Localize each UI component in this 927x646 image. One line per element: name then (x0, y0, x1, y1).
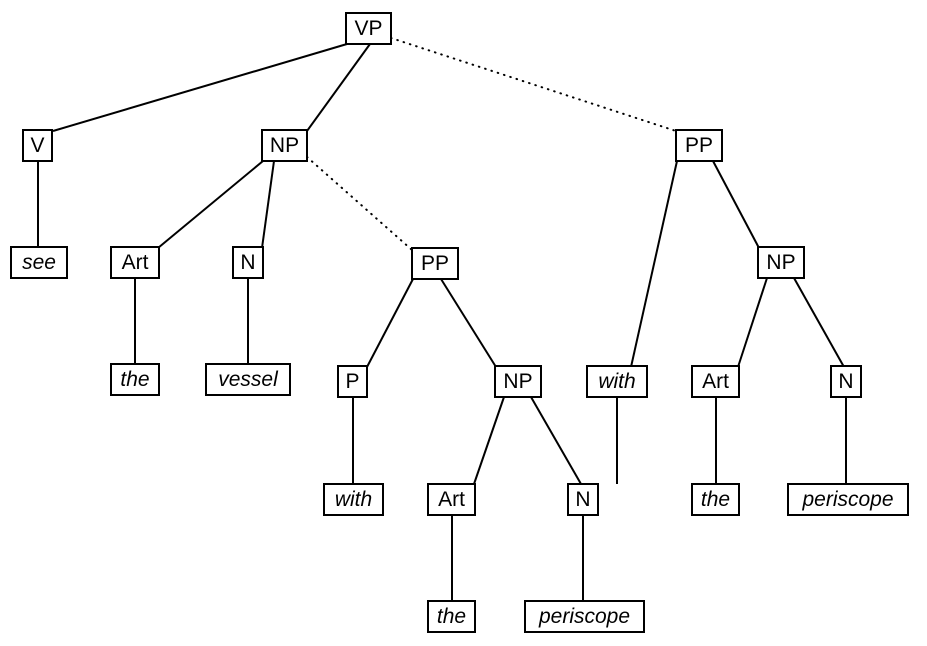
category-node-n3: N (830, 365, 862, 398)
leaf-node-vessel: vessel (205, 363, 291, 396)
tree-edge-pp1-to-np2 (440, 278, 497, 368)
category-node-art2: Art (427, 483, 476, 516)
category-node-np3: NP (757, 246, 805, 279)
tree-edge-pp2-to-p2 (630, 160, 678, 368)
tree-edge-np2-to-n2 (530, 396, 582, 485)
category-node-vp: VP (345, 12, 392, 45)
leaf-node-periscope1: periscope (524, 600, 645, 633)
tree-edge-pp1-to-p1 (366, 278, 414, 368)
category-node-pp1: PP (411, 247, 459, 280)
category-node-v: V (22, 129, 53, 162)
leaf-node-the1: the (110, 363, 160, 396)
leaf-node-with1: with (323, 483, 384, 516)
leaf-node-see: see (10, 246, 68, 279)
tree-edge-vp-to-v (52, 43, 348, 132)
category-node-art3: Art (691, 365, 740, 398)
tree-edge-vp-to-np1 (306, 43, 371, 132)
tree-edge-np3-to-art3 (737, 277, 768, 368)
tree-edge-vp-to-pp2 (390, 37, 677, 132)
tree-edge-np3-to-n3 (793, 277, 845, 368)
tree-edge-np1-to-art1 (157, 160, 264, 249)
tree-edge-pp2-to-np3 (712, 160, 760, 249)
tree-edge-np2-to-art2 (473, 396, 505, 485)
category-node-np1: NP (261, 129, 308, 162)
leaf-node-with2: with (586, 365, 648, 398)
category-node-p1: P (337, 365, 368, 398)
category-node-n2: N (567, 483, 599, 516)
leaf-node-the3: the (691, 483, 740, 516)
leaf-node-periscope2: periscope (787, 483, 909, 516)
category-node-np2: NP (494, 365, 542, 398)
tree-edge-np1-to-pp1 (306, 156, 413, 251)
category-node-pp2: PP (675, 129, 723, 162)
category-node-n1: N (232, 246, 264, 279)
leaf-node-the2: the (427, 600, 476, 633)
category-node-art1: Art (110, 246, 160, 279)
tree-edge-np1-to-n1 (261, 160, 275, 249)
